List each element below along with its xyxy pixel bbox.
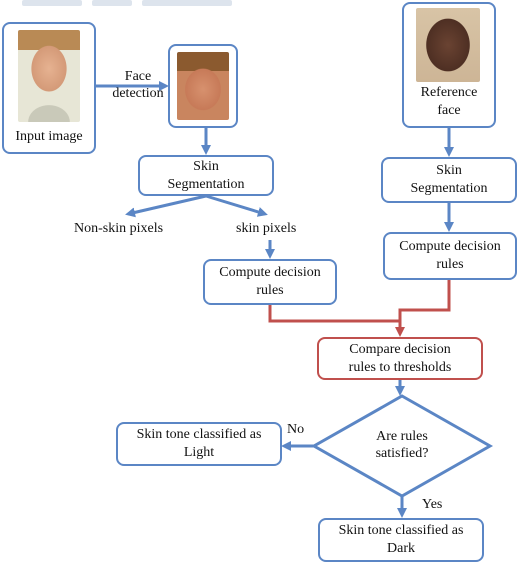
skin-pixels-label: skin pixels xyxy=(236,221,297,236)
reference-face-label: Reference face xyxy=(420,85,478,118)
arrow-compute-left-to-compare xyxy=(268,304,400,323)
arrow-seg-to-nonskin xyxy=(125,194,207,218)
arrow-compute-right-to-compare xyxy=(395,280,451,337)
input-image-label: Input image xyxy=(15,129,83,144)
skin-segmentation-right-label: Skin Segmentation xyxy=(410,163,488,196)
decision-label: Are rules satisfied? xyxy=(375,429,429,461)
compare-label: Compare decision rules to thresholds xyxy=(348,341,452,375)
compare-thresholds-box: Compare decision rules to thresholds xyxy=(317,337,483,380)
no-label: No xyxy=(287,422,305,437)
face-detection-label: Face detection xyxy=(112,69,164,101)
yes-label: Yes xyxy=(422,497,443,512)
input-face-photo xyxy=(18,30,80,122)
dark-result-box: Skin tone classified as Dark xyxy=(318,518,484,562)
compute-decision-rules-right: Compute decision rules xyxy=(383,232,517,280)
compute-decision-rules-left: Compute decision rules xyxy=(203,259,337,305)
skin-segmentation-left: Skin Segmentation xyxy=(138,155,274,196)
non-skin-pixels-label: Non-skin pixels xyxy=(74,221,164,236)
dark-result-label: Skin tone classified as Dark xyxy=(338,523,464,556)
compute-left-label: Compute decision rules xyxy=(219,265,321,298)
arrow-seg-to-skin xyxy=(205,194,268,217)
compute-right-label: Compute decision rules xyxy=(399,239,501,272)
light-result-label: Skin tone classified as Light xyxy=(136,427,262,460)
light-result-box: Skin tone classified as Light xyxy=(116,422,282,466)
skin-segmentation-right: Skin Segmentation xyxy=(381,157,517,203)
reference-face-photo xyxy=(416,8,480,82)
detected-face-photo xyxy=(177,52,229,120)
skin-segmentation-left-label: Skin Segmentation xyxy=(167,158,245,192)
top-faint-watermark xyxy=(22,0,252,8)
